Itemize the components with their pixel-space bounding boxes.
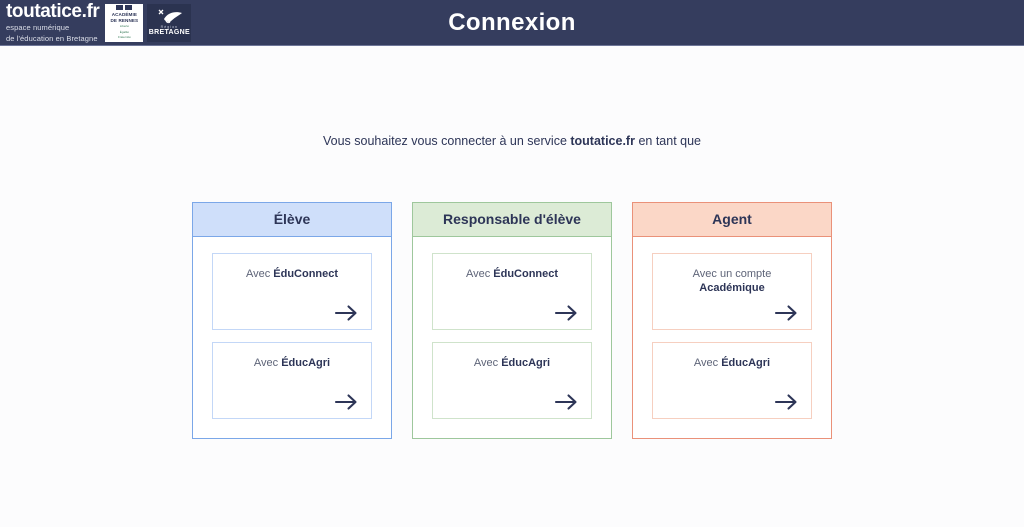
- login-option-eleve-educonnect[interactable]: Avec ÉduConnect: [212, 253, 372, 330]
- arrow-right-icon: [774, 305, 797, 321]
- option-strong: ÉduConnect: [273, 268, 339, 280]
- option-label: Avec ÉducAgri: [227, 356, 357, 370]
- arrow-right-icon: [334, 305, 357, 321]
- card-title-responsable: Responsable d'élève: [413, 203, 611, 237]
- toutatice-wordmark: toutatice.fr: [6, 1, 100, 22]
- card-body-eleve: Avec ÉduConnect Avec ÉducAgri: [193, 237, 391, 438]
- profile-card-eleve: Élève Avec ÉduConnect Avec ÉducAgri: [192, 202, 392, 439]
- option-label: Avec ÉduConnect: [227, 267, 357, 281]
- card-body-responsable: Avec ÉduConnect Avec ÉducAgri: [413, 237, 611, 438]
- bretagne-wordmark: BRETAGNE: [148, 29, 190, 36]
- marianne-icon: [116, 5, 133, 11]
- toutatice-tagline-line1: espace numérique: [6, 23, 70, 32]
- login-option-responsable-educagri[interactable]: Avec ÉducAgri: [432, 342, 592, 419]
- top-header-bar: toutatice.fr espace numérique de l'éduca…: [0, 0, 1024, 46]
- academie-motto-line3: Fraternité: [117, 35, 131, 40]
- arrow-right-icon: [774, 394, 797, 410]
- profile-cards-container: Élève Avec ÉduConnect Avec ÉducAgri: [0, 202, 1024, 439]
- option-label: Avec ÉducAgri: [447, 356, 577, 370]
- academie-logo-line2: DE RENNES: [110, 17, 139, 23]
- option-strong: Académique: [699, 282, 765, 294]
- login-option-agent-educagri[interactable]: Avec ÉducAgri: [652, 342, 812, 419]
- option-prefix: Avec: [253, 357, 282, 369]
- option-label: Avec ÉducAgri: [667, 356, 797, 370]
- region-bretagne-logo: Région BRETAGNE: [147, 3, 192, 42]
- ermine-bird-icon: [158, 9, 183, 24]
- option-strong: ÉduConnect: [493, 268, 559, 280]
- toutatice-logo[interactable]: toutatice.fr espace numérique de l'éduca…: [6, 2, 101, 43]
- arrow-right-icon: [334, 394, 357, 410]
- intro-prefix: Vous souhaitez vous connecter à un servi…: [323, 134, 571, 148]
- option-strong: ÉducAgri: [281, 357, 331, 369]
- intro-service-name: toutatice.fr: [570, 134, 635, 148]
- card-title-agent: Agent: [633, 203, 831, 237]
- academie-motto-line1: Liberté: [119, 24, 129, 29]
- arrow-right-icon: [554, 305, 577, 321]
- brand-logos: toutatice.fr espace numérique de l'éduca…: [0, 1, 192, 45]
- option-prefix: Avec: [245, 268, 274, 280]
- option-strong: ÉducAgri: [501, 357, 551, 369]
- card-title-eleve: Élève: [193, 203, 391, 237]
- profile-card-responsable: Responsable d'élève Avec ÉduConnect Avec…: [412, 202, 612, 439]
- region-label: Région: [160, 25, 179, 29]
- login-option-responsable-educonnect[interactable]: Avec ÉduConnect: [432, 253, 592, 330]
- option-strong: ÉducAgri: [721, 357, 771, 369]
- option-prefix: Avec: [693, 357, 722, 369]
- login-option-eleve-educagri[interactable]: Avec ÉducAgri: [212, 342, 372, 419]
- intro-text: Vous souhaitez vous connecter à un servi…: [0, 134, 1024, 148]
- intro-suffix: en tant que: [634, 134, 701, 148]
- option-label: Avec ÉduConnect: [447, 267, 577, 281]
- academie-motto-line2: Égalité: [119, 29, 129, 34]
- page-title: Connexion: [448, 8, 576, 36]
- option-prefix: Avec: [465, 268, 494, 280]
- academie-de-rennes-logo: ACADÉMIE DE RENNES Liberté Égalité Frate…: [105, 3, 144, 42]
- option-prefix: Avec: [473, 357, 502, 369]
- option-prefix: Avec un compte: [692, 268, 772, 280]
- toutatice-tagline-line2: de l'éducation en Bretagne: [6, 34, 98, 43]
- academie-logo-line1: ACADÉMIE: [111, 12, 138, 18]
- arrow-right-icon: [554, 394, 577, 410]
